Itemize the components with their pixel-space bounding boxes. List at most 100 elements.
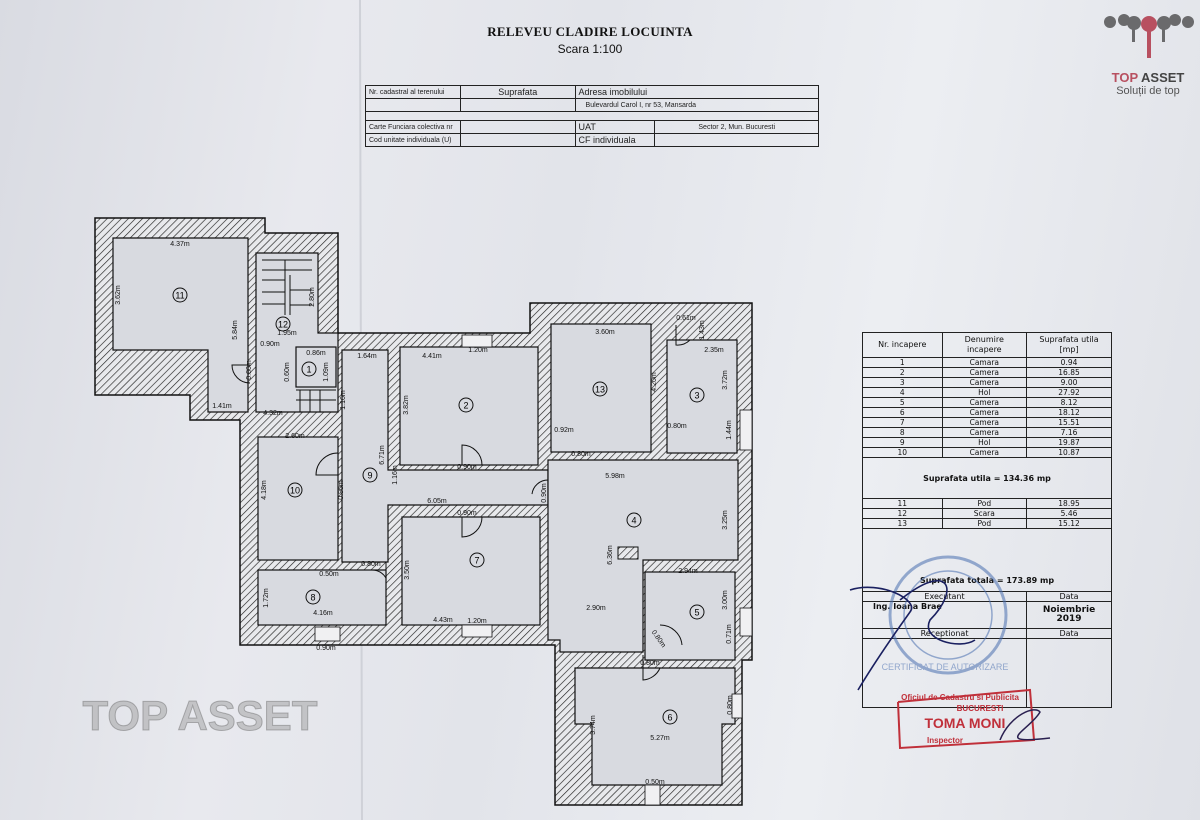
room-number-circle (287, 482, 303, 498)
dimension-label: 5.84m (232, 320, 239, 340)
dimension-label: 3.60m (595, 329, 615, 336)
dimension-label: 6.71m (379, 445, 386, 465)
signature (849, 579, 976, 691)
room-number-circle (275, 316, 291, 332)
room-area: 19.87 (1026, 437, 1112, 448)
pillar (617, 546, 639, 560)
dimension-label: 0.90m (541, 483, 548, 503)
dimension-label: 0.80m (667, 423, 687, 430)
dimension-label: 3.50m (404, 560, 411, 580)
dimension-label: 1.43m (699, 320, 706, 340)
room-5-area (644, 571, 736, 661)
cod-unitate-label: Cod unitate individuala (U) (365, 133, 461, 147)
room-area: 0.94 (1026, 357, 1112, 368)
dimension-label: 0.90m (338, 480, 345, 500)
room-number-label: 11 (175, 291, 184, 301)
room-number-label: 4 (631, 516, 636, 526)
room-area: 7.16 (1026, 427, 1112, 438)
dimension-label: 1.16m (340, 390, 347, 410)
room-area: 15.51 (1026, 417, 1112, 428)
col-header-area: Suprafata utila [mp] (1026, 332, 1112, 358)
dimension-label: 0.92m (554, 427, 574, 434)
receptionat-date-label: Data (1026, 628, 1112, 639)
dimension-label: 4.37m (170, 241, 190, 248)
top-asset-logo: TOP ASSET Soluții de top (1098, 10, 1198, 97)
dimension-label: 1.09m (323, 362, 330, 382)
dimension-label: 0.80m (571, 451, 591, 458)
room-number-circle (662, 709, 678, 725)
room-13-area (550, 323, 652, 453)
room-area: 16.85 (1026, 367, 1112, 378)
room-area: 5.46 (1026, 508, 1112, 519)
logo-tagline: Soluții de top (1116, 85, 1180, 97)
room-area: 8.12 (1026, 397, 1112, 408)
dimension-label: 0.60m (284, 362, 291, 382)
document-title: RELEVEU CLADIRE LOCUINTA (487, 24, 693, 39)
dimension-label: 1.95m (277, 330, 297, 337)
stairs (262, 259, 336, 412)
room-area: 27.92 (1026, 387, 1112, 398)
room-number-label: 12 (278, 320, 288, 330)
dimension-label: 0.71m (726, 624, 733, 644)
room-3-area (666, 339, 738, 454)
blue-stamp: CERTIFICAT DE AUTORIZARE (882, 555, 1009, 675)
dimension-label: 2.80m (309, 287, 316, 307)
dimension-label: 6.36m (607, 545, 614, 565)
room-number-label: 1 (306, 365, 311, 375)
room-area: 9.00 (1026, 377, 1112, 388)
dimension-label: 0.90m (260, 341, 280, 348)
dimension-label: 0.80m (640, 660, 660, 667)
red-stamp-line3: TOMA MONI (925, 715, 1006, 731)
useful-total: Suprafata utila = 134.36 mp (862, 457, 1112, 499)
room-4-area (547, 459, 739, 653)
red-stamp-line1: Oficiul de Cadastru si Publicita (901, 693, 1019, 702)
receptionat-label: Receptionat (861, 628, 1028, 639)
dimension-label: 3.72m (722, 370, 729, 390)
dimension-label: 4.20m (651, 372, 658, 392)
red-stamp: Oficiul de Cadastru si Publicita BUCURES… (897, 688, 1051, 750)
room-11-area (112, 237, 249, 413)
logo-brand-b: ASSET (1137, 70, 1185, 85)
room-number-label: 5 (694, 608, 699, 618)
dimension-label: 3.62m (115, 285, 122, 305)
room-number-circle (362, 467, 378, 483)
header-table: Nr. cadastral al terenului Suprafata Adr… (365, 85, 820, 147)
room-number-label: 3 (694, 391, 699, 401)
room-number-label: 9 (367, 471, 372, 481)
dimension-label: 0.86m (306, 350, 326, 357)
dimension-label: 0.50m (645, 779, 665, 786)
room-number-label: 7 (474, 556, 479, 566)
room-number-label: 10 (290, 486, 300, 496)
room-2-area (399, 346, 539, 466)
dimension-label: 1.64m (357, 353, 377, 360)
dimension-label: 1.41m (212, 403, 232, 410)
room-number-label: 8 (310, 593, 315, 603)
room-number-circle (458, 397, 474, 413)
dimension-label: 4.43m (433, 617, 453, 624)
dimension-label: 3.25m (722, 510, 729, 530)
blue-stamp-text: CERTIFICAT DE AUTORIZARE (882, 662, 1009, 672)
room-10-area (257, 436, 339, 561)
windows (314, 334, 753, 806)
room-number-circle (689, 604, 705, 620)
dimension-label: 1.20m (467, 618, 487, 625)
room-area: 15.12 (1026, 518, 1112, 529)
dimension-label: 3.74m (590, 715, 597, 735)
room-area: 18.12 (1026, 407, 1112, 418)
dimension-label: 2.94m (678, 568, 698, 575)
dimension-label: 6.05m (427, 498, 447, 505)
logo-brand-a: TOP (1111, 70, 1138, 85)
dimension-labels: 4.37m3.62m5.84m1.41m4.32m1.95m2.80m0.90m… (115, 241, 734, 786)
room-8-area (257, 569, 387, 626)
grand-total: Suprafata totala = 173.89 mp (862, 528, 1112, 592)
